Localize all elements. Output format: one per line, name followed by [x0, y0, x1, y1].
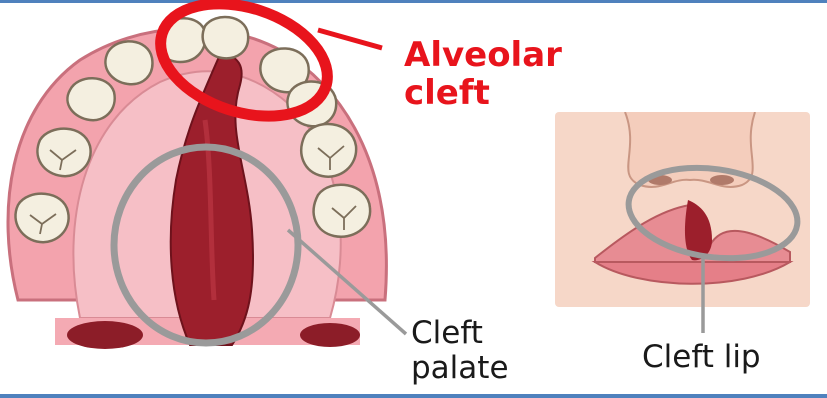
- tooth: [67, 78, 114, 120]
- tooth: [37, 129, 90, 177]
- tooth: [203, 17, 248, 58]
- alveolar-cleft-leader-line: [318, 30, 382, 48]
- cleft-lip-label: Cleft lip: [642, 340, 761, 375]
- cleft-palate-label: Cleft palate: [411, 316, 509, 385]
- bottom-accent-bar: [0, 394, 827, 398]
- nose: [625, 112, 755, 187]
- tooth: [301, 124, 356, 177]
- lip-illustration: [555, 112, 810, 307]
- tooth: [105, 41, 152, 84]
- alveolar-cleft-label: Alveolar cleft: [404, 36, 562, 112]
- tooth: [15, 194, 68, 243]
- tooth: [314, 185, 370, 237]
